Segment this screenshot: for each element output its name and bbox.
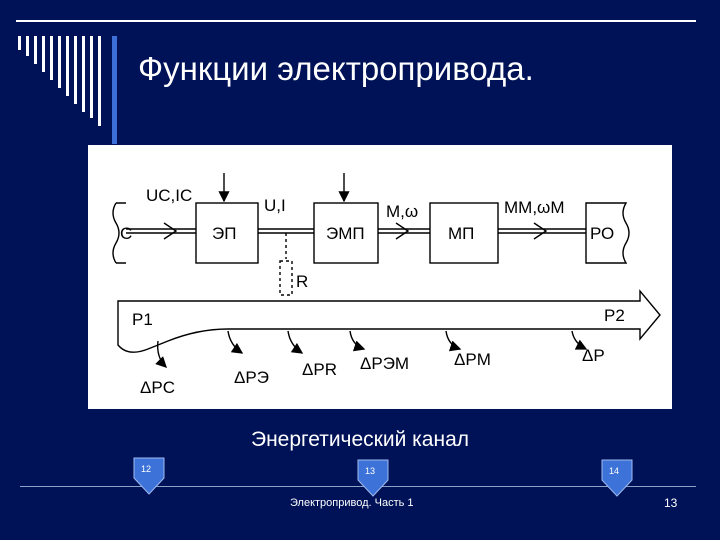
nav-marker-13[interactable]: 13: [356, 458, 390, 498]
nav-marker-14[interactable]: 14: [600, 458, 634, 498]
energy-channel-diagram: С ЭП ЭМП МП РО UС,IС U,I M,ω MМ,ωМ R P1 …: [112, 173, 661, 397]
footer-text: Электропривод. Часть 1: [290, 497, 414, 509]
top-rule: [16, 20, 696, 22]
source-block: [112, 202, 120, 264]
label-p2: P2: [604, 306, 625, 325]
label-emp: ЭМП: [326, 224, 365, 243]
resistor-r: [279, 260, 293, 296]
diagram-panel: С ЭП ЭМП МП РО UС,IС U,I M,ω MМ,ωМ R P1 …: [88, 145, 672, 409]
loss-label-2: ΔPЭ: [234, 368, 269, 387]
decorative-stripes: [18, 36, 117, 144]
slide-title: Функции электропривода.: [138, 50, 534, 87]
label-u-i: U,I: [264, 196, 286, 215]
nav-marker-label: 12: [141, 464, 151, 474]
loss-label-4: ΔPЭМ: [360, 354, 409, 373]
nav-marker-label: 14: [609, 466, 619, 476]
label-mm-omegam: MМ,ωМ: [504, 198, 564, 217]
nav-marker-12[interactable]: 12: [132, 456, 166, 496]
diagram-caption: Энергетический канал: [250, 428, 470, 451]
label-m-omega: M,ω: [386, 202, 418, 221]
navigation-timeline: [20, 486, 696, 487]
loss-label-6: ΔP: [582, 346, 605, 365]
label-source: С: [120, 224, 132, 243]
loss-label-1: ΔPС: [140, 378, 175, 397]
label-p1: P1: [132, 310, 153, 329]
label-uc-ic: UС,IС: [146, 186, 192, 205]
label-mech: МП: [448, 224, 474, 243]
nav-marker-label: 13: [365, 466, 375, 476]
energy-flow-arrow: [117, 289, 661, 353]
loss-label-5: ΔPМ: [454, 350, 491, 369]
label-r: R: [296, 272, 308, 291]
working-block: [585, 202, 630, 264]
label-converter: ЭП: [212, 224, 236, 243]
loss-label-3: ΔPR: [302, 360, 337, 379]
page-number: 13: [664, 496, 678, 510]
label-working: РО: [590, 224, 614, 243]
